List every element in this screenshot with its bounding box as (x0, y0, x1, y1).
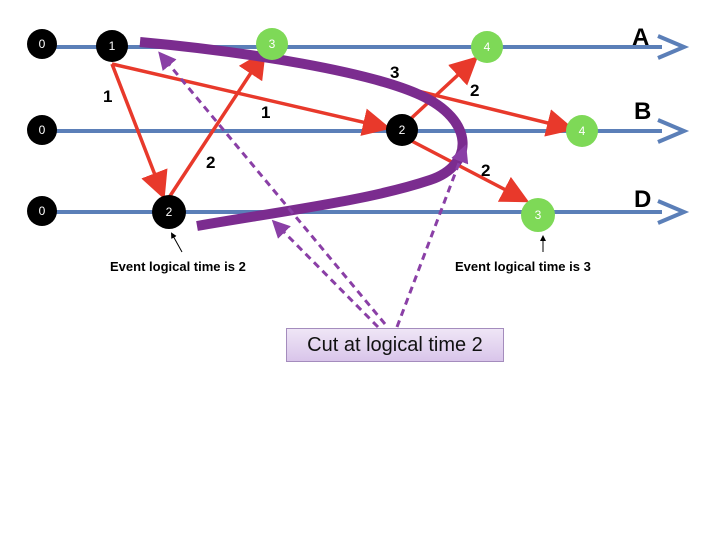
event-node-label: 4 (579, 124, 586, 138)
message-label: 2 (481, 161, 490, 180)
event-node: 3 (521, 198, 555, 232)
message-labels: 1 1 2 3 2 2 (103, 63, 490, 180)
event-node: 0 (27, 115, 57, 145)
message-arrow-b2-to-a4 (402, 56, 479, 127)
message-label: 2 (206, 153, 215, 172)
dashed-pointer (158, 51, 387, 325)
event-node-label: 4 (484, 40, 491, 54)
message-label: 1 (103, 87, 112, 106)
event-node-label: 2 (399, 123, 406, 137)
message-arrow-b2-to-d3 (403, 135, 530, 203)
event-node-label: 3 (535, 208, 542, 222)
timeline-process-d: D (28, 186, 690, 225)
event-node-label: 0 (39, 37, 46, 51)
event-node: 0 (27, 196, 57, 226)
message-label: 3 (390, 63, 399, 82)
dashed-pointer (271, 219, 380, 329)
message-arrow-a1-to-b2 (111, 62, 391, 136)
timeline-process-a: A (28, 24, 690, 60)
cut-curve (139, 37, 468, 231)
cut-label-text: Cut at logical time 2 (307, 333, 483, 356)
event-node: 4 (566, 115, 598, 147)
process-label-a: A (632, 24, 649, 51)
message-label: 1 (261, 103, 270, 122)
annotation-event-time-3: Event logical time is 3 (455, 259, 591, 274)
message-arrow-a1-to-d2 (110, 63, 168, 200)
message-arrows (110, 50, 575, 203)
event-node: 1 (96, 30, 128, 62)
message-arrow-d2-to-a3 (168, 50, 266, 197)
dashed-pointer (395, 144, 469, 328)
event-node-label: 2 (166, 205, 173, 219)
event-node: 2 (152, 195, 186, 229)
event-node: 3 (256, 28, 288, 60)
cut-label-pointers (158, 51, 469, 329)
pointer-arrow-left (171, 232, 183, 253)
event-node-label: 0 (39, 123, 46, 137)
annotation-event-time-2: Event logical time is 2 (110, 259, 246, 274)
event-node: 4 (471, 31, 503, 63)
event-node-label: 0 (39, 204, 46, 218)
event-node: 0 (27, 29, 57, 59)
event-node-label: 1 (109, 39, 116, 53)
process-label-b: B (634, 98, 651, 125)
cut-label-box: Cut at logical time 2 (286, 328, 504, 362)
event-node-label: 3 (269, 37, 276, 51)
message-label: 2 (470, 81, 479, 100)
process-label-d: D (634, 186, 651, 213)
event-nodes: 0 1 3 4 0 2 4 (27, 28, 598, 232)
event-node: 2 (386, 114, 418, 146)
